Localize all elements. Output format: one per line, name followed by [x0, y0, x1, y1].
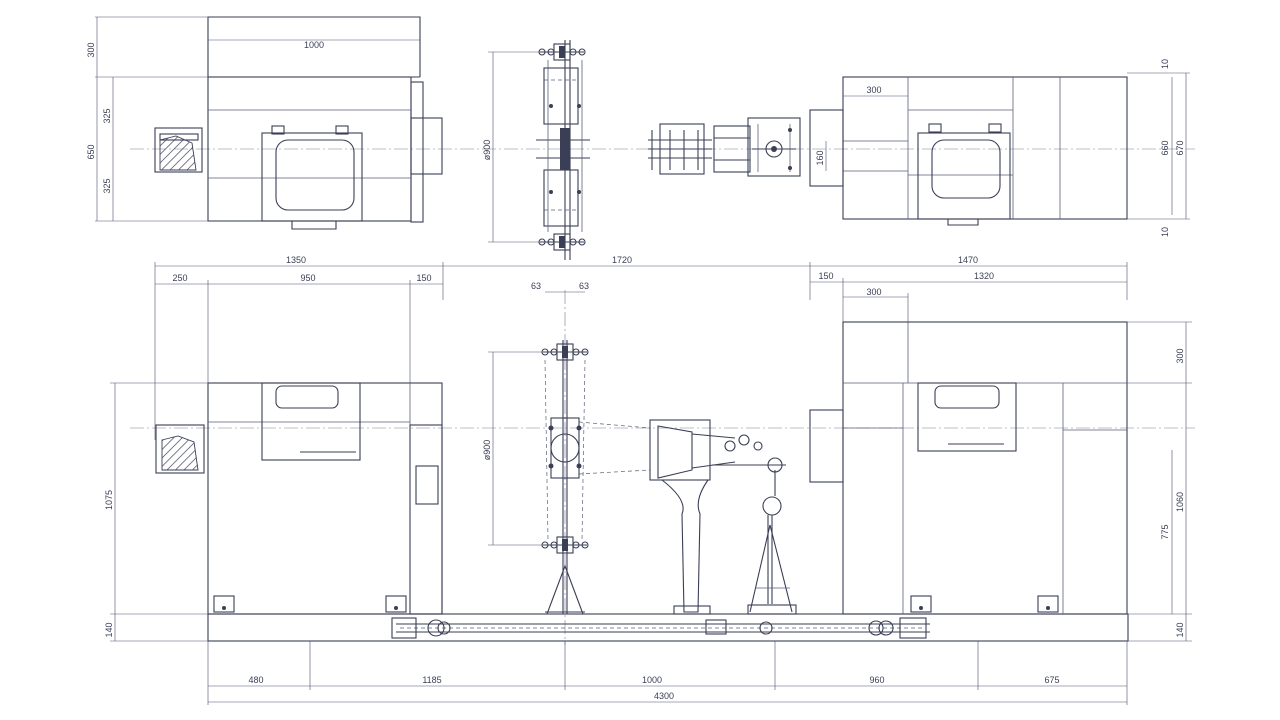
- dim-150-left: 150: [416, 273, 431, 283]
- dim-300-vert: 300: [1175, 348, 1185, 363]
- dim-10-bottom: 10: [1160, 227, 1170, 237]
- top-view: [130, 16, 1195, 260]
- left-machine-top: [154, 16, 443, 230]
- dim-1320: 1320: [974, 271, 994, 281]
- dim-300-right: 300: [866, 85, 881, 95]
- wheel-column-front: [541, 340, 589, 615]
- dim-480: 480: [248, 675, 263, 685]
- dim-63-right: 63: [579, 281, 589, 291]
- dim-675: 675: [1044, 675, 1059, 685]
- dim-950: 950: [300, 273, 315, 283]
- dim-325-lower: 325: [102, 178, 112, 193]
- dim-10-top: 10: [1160, 59, 1170, 69]
- base-rail: [207, 613, 1129, 642]
- dim-dia900-top: ø900: [482, 140, 492, 161]
- dim-1470: 1470: [958, 255, 978, 265]
- dim-660: 660: [1160, 140, 1170, 155]
- dim-4300: 4300: [654, 691, 674, 701]
- chain-drive: [391, 617, 930, 639]
- dim-1720: 1720: [612, 255, 632, 265]
- front-view: [130, 290, 1195, 645]
- dim-960: 960: [869, 675, 884, 685]
- dim-300-top: 300: [86, 42, 96, 57]
- dim-dia900-front: ø900: [482, 440, 492, 461]
- dimension-lines: [95, 16, 1192, 705]
- dim-140-right: 140: [1175, 622, 1185, 637]
- right-machine-front: [809, 321, 1128, 615]
- dim-1000: 1000: [642, 675, 662, 685]
- dim-775: 775: [1160, 524, 1170, 539]
- dim-300-front: 300: [866, 287, 881, 297]
- cone-pedestal: [649, 419, 763, 615]
- left-machine-front: [155, 382, 443, 615]
- dim-1075: 1075: [104, 490, 114, 510]
- dim-140-left: 140: [104, 622, 114, 637]
- dim-325-upper: 325: [102, 108, 112, 123]
- small-stand: [712, 457, 797, 615]
- drive-unit-top: [648, 117, 801, 177]
- dim-150-right: 150: [818, 271, 833, 281]
- wheel-assembly-top: [536, 40, 590, 260]
- dim-650-left: 650: [86, 144, 96, 159]
- dim-1000-top: 1000: [304, 40, 324, 50]
- dim-160: 160: [815, 150, 825, 165]
- dimension-labels: 300 1000 650 325 325 ø900 300 160 10 660…: [86, 40, 1185, 701]
- dim-1185: 1185: [422, 675, 441, 685]
- dim-1350: 1350: [286, 255, 306, 265]
- right-machine-top: [809, 76, 1128, 226]
- dim-250: 250: [172, 273, 187, 283]
- dim-63-left: 63: [531, 281, 541, 291]
- dim-670: 670: [1175, 140, 1185, 155]
- dim-1060: 1060: [1175, 492, 1185, 512]
